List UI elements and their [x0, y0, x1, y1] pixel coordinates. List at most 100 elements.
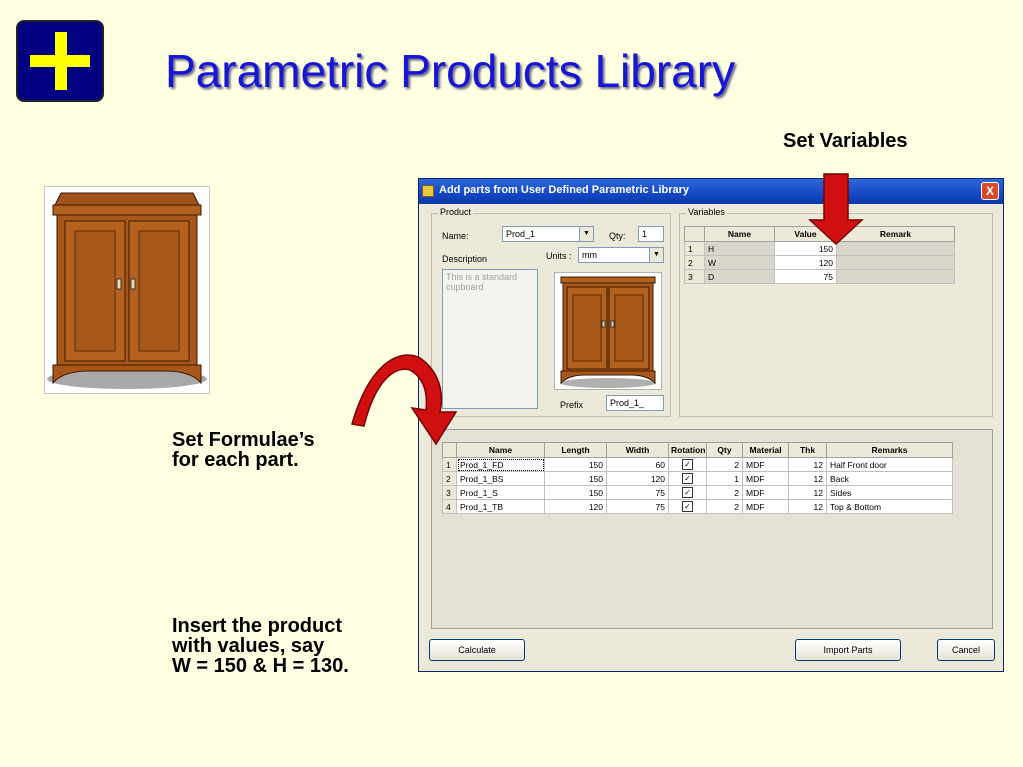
chevron-down-icon[interactable]: ▼	[579, 227, 593, 241]
part-thk-cell[interactable]: 12	[788, 471, 827, 486]
prefix-input[interactable]: Prod_1_	[606, 395, 664, 411]
part-length-cell[interactable]: 150	[544, 485, 607, 500]
column-header-material[interactable]: Material	[742, 442, 789, 458]
import-parts-button[interactable]: Import Parts	[795, 639, 901, 661]
part-thk-cell[interactable]: 12	[788, 485, 827, 500]
name-label: Name:	[442, 231, 469, 241]
row-number: 3	[442, 485, 457, 500]
column-header-rotation[interactable]: Rotation	[668, 442, 707, 458]
row-number: 3	[684, 269, 705, 284]
part-rotation-cell[interactable]: ✓	[668, 499, 707, 514]
part-width-cell[interactable]: 75	[606, 499, 669, 514]
part-remarks-cell[interactable]: Sides	[826, 485, 953, 500]
part-thk-cell[interactable]: 12	[788, 499, 827, 514]
note-formulae-line-2: for each part.	[172, 449, 299, 471]
part-width-cell[interactable]: 75	[606, 485, 669, 500]
variable-remark-cell[interactable]	[836, 255, 955, 270]
note-insert-line-2: with values, say	[172, 635, 325, 657]
qty-input[interactable]: 1	[638, 226, 664, 242]
variables-header-row: Name Value Remark	[684, 226, 955, 242]
part-name-cell[interactable]: Prod_1_S	[456, 485, 545, 500]
prefix-label: Prefix	[560, 400, 584, 410]
row-number: 4	[442, 499, 457, 514]
part-material-cell[interactable]: MDF	[742, 471, 789, 486]
description-textarea[interactable]: This is a standard cupboard	[442, 269, 538, 409]
part-rotation-cell[interactable]: ✓	[668, 471, 707, 486]
variable-name-cell[interactable]: H	[704, 241, 775, 256]
product-legend: Product	[438, 207, 474, 217]
column-header-name[interactable]: Name	[704, 226, 775, 242]
units-select-value: mm	[582, 250, 597, 260]
part-remarks-cell[interactable]: Top & Bottom	[826, 499, 953, 514]
variable-remark-cell[interactable]	[836, 241, 955, 256]
part-material-cell[interactable]: MDF	[742, 499, 789, 514]
note-formulae-line-1: Set Formulae’s	[172, 429, 315, 451]
description-label: Description	[442, 254, 488, 264]
row-number: 2	[442, 471, 457, 486]
part-name-cell[interactable]: Prod_1_BS	[456, 471, 545, 486]
variable-name-cell[interactable]: W	[704, 255, 775, 270]
part-length-cell[interactable]: 150	[544, 471, 607, 486]
part-length-cell[interactable]: 120	[544, 499, 607, 514]
column-header-qty[interactable]: Qty	[706, 442, 743, 458]
part-remarks-cell[interactable]: Back	[826, 471, 953, 486]
cancel-button[interactable]: Cancel	[937, 639, 995, 661]
note-formulae: Set Formulae’s for each part.	[172, 430, 315, 470]
units-select[interactable]: mm ▼	[578, 247, 664, 263]
dialog-titlebar[interactable]: Add parts from User Defined Parametric L…	[419, 179, 1003, 204]
note-set-variables: Set Variables	[783, 130, 908, 152]
note-insert-product: Insert the product with values, say W = …	[172, 616, 349, 676]
variables-legend: Variables	[686, 207, 727, 217]
dialog-title: Add parts from User Defined Parametric L…	[439, 184, 690, 196]
close-button[interactable]: X	[981, 182, 999, 200]
annotation-arrows	[351, 173, 864, 446]
units-label: Units :	[546, 251, 572, 261]
column-header-remarks[interactable]: Remarks	[826, 442, 953, 458]
product-group: Product Name: Prod_1 ▼ Qty: 1 Descriptio…	[431, 207, 671, 417]
parts-grid-area[interactable]: Name Length Width Rotation Qty Material …	[431, 429, 993, 629]
logo-plus-horizontal	[30, 55, 90, 67]
rotation-checkbox[interactable]: ✓	[682, 501, 693, 513]
part-qty-cell[interactable]: 1	[706, 471, 743, 486]
parts-table[interactable]: Name Length Width Rotation Qty Material …	[442, 442, 953, 514]
cupboard-illustration	[44, 186, 210, 394]
window-icon	[422, 185, 434, 197]
calculate-button[interactable]: Calculate	[429, 639, 525, 661]
page-title: Parametric Products Library	[165, 45, 736, 97]
arrow-down-icon	[808, 173, 864, 246]
parametric-library-dialog: Add parts from User Defined Parametric L…	[418, 178, 1004, 672]
column-header-thk[interactable]: Thk	[788, 442, 827, 458]
rotation-checkbox[interactable]: ✓	[682, 459, 693, 471]
plus-logo-icon	[16, 20, 104, 102]
qty-label: Qty:	[609, 231, 626, 241]
column-header-remark[interactable]: Remark	[836, 226, 955, 242]
cupboard-icon	[47, 192, 207, 389]
chevron-down-icon[interactable]: ▼	[649, 248, 663, 262]
name-select-value: Prod_1	[506, 229, 536, 239]
part-qty-cell[interactable]: 2	[706, 485, 743, 500]
parts-header-row: Name Length Width Rotation Qty Material …	[442, 442, 953, 458]
rotation-checkbox[interactable]: ✓	[682, 473, 693, 485]
variable-remark-cell[interactable]	[836, 269, 955, 284]
name-select[interactable]: Prod_1 ▼	[502, 226, 594, 242]
curved-arrow-icon	[351, 354, 458, 446]
part-qty-cell[interactable]: 2	[706, 499, 743, 514]
variable-name-cell[interactable]: D	[704, 269, 775, 284]
parts-corner-header	[442, 442, 457, 458]
note-insert-line-3: W = 150 & H = 130.	[172, 655, 349, 677]
part-width-cell[interactable]: 120	[606, 471, 669, 486]
note-insert-line-1: Insert the product	[172, 615, 343, 637]
part-name-cell[interactable]: Prod_1_TB	[456, 499, 545, 514]
product-preview	[554, 272, 662, 390]
rotation-checkbox[interactable]: ✓	[682, 487, 693, 499]
part-rotation-cell[interactable]: ✓	[668, 485, 707, 500]
part-material-cell[interactable]: MDF	[742, 485, 789, 500]
